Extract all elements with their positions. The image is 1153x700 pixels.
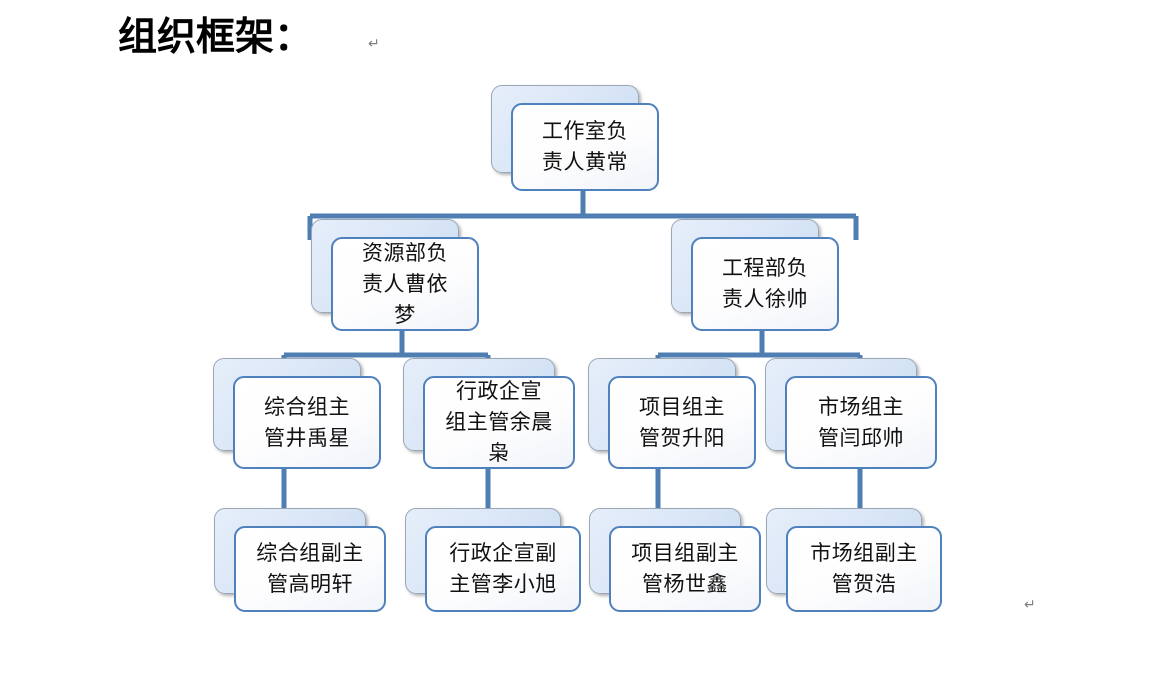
org-node-n5[interactable]: 行政企宣 组主管余晨 枭 — [403, 358, 575, 469]
node-card[interactable]: 综合组副主 管高明轩 — [234, 526, 386, 612]
org-node-n2[interactable]: 资源部负 责人曹依 梦 — [311, 219, 479, 331]
node-label-line: 市场组主 — [818, 394, 904, 419]
org-node-n8[interactable]: 综合组副主 管高明轩 — [214, 508, 386, 612]
node-label: 工程部负 责人徐帅 — [716, 253, 814, 315]
node-label-line: 项目组主 — [639, 394, 725, 419]
org-node-n1[interactable]: 工作室负 责人黄常 — [491, 85, 659, 191]
org-node-n9[interactable]: 行政企宣副 主管李小旭 — [405, 508, 581, 612]
node-card[interactable]: 行政企宣 组主管余晨 枭 — [423, 376, 575, 469]
node-label: 项目组副主 管杨世鑫 — [625, 538, 745, 600]
node-label: 市场组主 管闫邱帅 — [812, 392, 910, 454]
node-label-line: 综合组主 — [264, 394, 350, 419]
node-label-line: 管贺浩 — [831, 572, 897, 596]
node-label-line: 行政企宣副 — [449, 541, 557, 565]
node-label: 市场组副主 管贺浩 — [804, 538, 924, 600]
node-label-line: 组主管余晨 — [445, 410, 553, 434]
node-card[interactable]: 项目组主 管贺升阳 — [608, 376, 756, 469]
org-node-n4[interactable]: 综合组主 管井禹星 — [213, 358, 381, 469]
paragraph-mark-icon: ↵ — [368, 36, 380, 52]
node-label: 综合组主 管井禹星 — [258, 392, 356, 454]
org-node-n6[interactable]: 项目组主 管贺升阳 — [588, 358, 756, 469]
node-label: 工作室负 责人黄常 — [536, 116, 634, 178]
node-label-line: 项目组副主 — [631, 541, 739, 565]
node-label-line: 资源部负 — [362, 240, 448, 265]
org-node-n7[interactable]: 市场组主 管闫邱帅 — [765, 358, 937, 469]
node-card[interactable]: 行政企宣副 主管李小旭 — [425, 526, 581, 612]
org-node-n3[interactable]: 工程部负 责人徐帅 — [671, 219, 839, 331]
node-label-line: 管闫邱帅 — [818, 425, 904, 450]
node-label: 资源部负 责人曹依 梦 — [356, 238, 454, 331]
node-label-line: 工作室负 — [542, 119, 628, 143]
node-label-line: 梦 — [394, 302, 416, 327]
node-label-line: 行政企宣 — [456, 379, 542, 403]
node-label-line: 工程部负 — [722, 256, 808, 280]
node-label-line: 管贺升阳 — [639, 425, 725, 450]
node-label-line: 责人徐帅 — [722, 287, 808, 311]
paragraph-mark-icon: ↵ — [1024, 597, 1036, 613]
node-card[interactable]: 综合组主 管井禹星 — [233, 376, 381, 469]
node-label: 行政企宣副 主管李小旭 — [443, 538, 563, 600]
node-label-line: 责人曹依 — [362, 271, 448, 296]
node-label-line: 管高明轩 — [267, 572, 353, 596]
node-label: 综合组副主 管高明轩 — [250, 538, 370, 600]
node-label-line: 市场组副主 — [810, 541, 918, 565]
org-node-n10[interactable]: 项目组副主 管杨世鑫 — [589, 508, 761, 612]
node-card[interactable]: 项目组副主 管杨世鑫 — [609, 526, 761, 612]
node-label-line: 管井禹星 — [264, 425, 350, 450]
node-label-line: 责人黄常 — [542, 150, 628, 174]
node-label-line: 枭 — [488, 441, 510, 465]
org-node-n11[interactable]: 市场组副主 管贺浩 — [766, 508, 942, 612]
page-title: 组织框架： — [118, 16, 314, 59]
node-card[interactable]: 市场组主 管闫邱帅 — [785, 376, 937, 469]
node-label-line: 管杨世鑫 — [642, 572, 728, 596]
node-card[interactable]: 资源部负 责人曹依 梦 — [331, 237, 479, 331]
node-label-line: 综合组副主 — [256, 541, 364, 565]
node-label: 项目组主 管贺升阳 — [633, 392, 731, 454]
node-label-line: 主管李小旭 — [449, 572, 557, 596]
node-card[interactable]: 工程部负 责人徐帅 — [691, 237, 839, 331]
node-card[interactable]: 工作室负 责人黄常 — [511, 103, 659, 191]
node-label: 行政企宣 组主管余晨 枭 — [439, 376, 559, 469]
node-card[interactable]: 市场组副主 管贺浩 — [786, 526, 942, 612]
